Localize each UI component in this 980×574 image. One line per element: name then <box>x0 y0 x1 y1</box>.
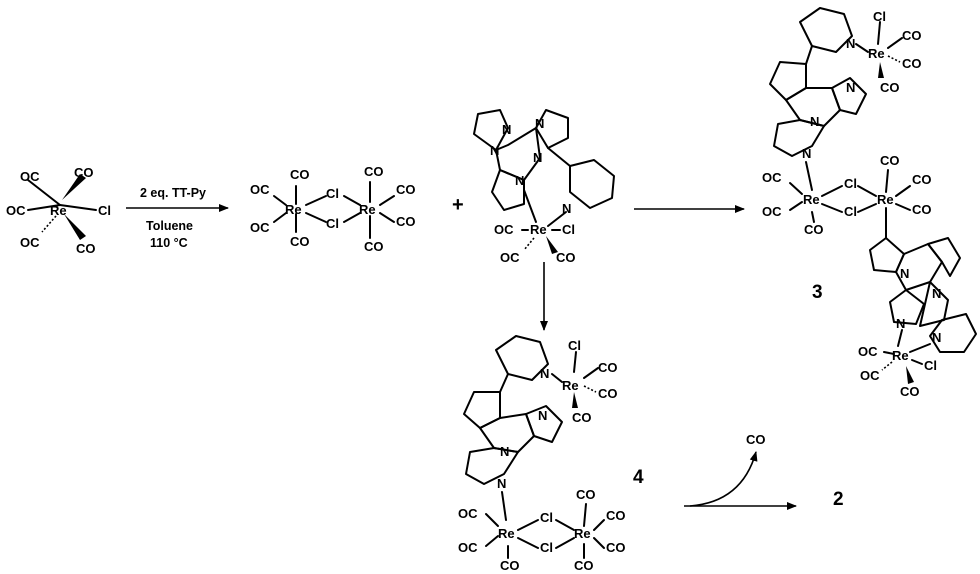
co-label: CO <box>574 558 594 573</box>
cl-label: Cl <box>540 540 553 555</box>
n-atom: N <box>535 116 544 131</box>
cl-label: Cl <box>873 9 886 24</box>
cl-label: Cl <box>844 204 857 219</box>
oc-label: OC <box>762 170 782 185</box>
re-atom: Re <box>530 222 547 237</box>
temperature-text: 110 °C <box>150 236 188 250</box>
co-label: CO <box>290 234 310 249</box>
co-label: CO <box>572 410 592 425</box>
cl-label: Cl <box>540 510 553 525</box>
compound-3: N N N N Cl Re CO CO CO OC OC Re Cl Cl Re… <box>762 7 977 399</box>
co-label: CO <box>880 153 900 168</box>
co-label: CO <box>396 214 416 229</box>
co-label: CO <box>912 202 932 217</box>
co-label: CO <box>804 222 824 237</box>
re-atom: Re <box>868 46 885 61</box>
co-label: CO <box>500 558 520 573</box>
n-atom: N <box>932 286 941 301</box>
re-atom: Re <box>892 348 909 363</box>
co-label: CO <box>598 360 618 375</box>
n-atom: N <box>538 408 547 423</box>
n-atom: N <box>502 122 511 137</box>
cl-label: Cl <box>924 358 937 373</box>
n-atom: N <box>896 316 905 331</box>
co-label: CO <box>290 167 310 182</box>
oc-label: OC <box>458 506 478 521</box>
n-atom: N <box>500 444 509 459</box>
co-label: CO <box>606 508 626 523</box>
oc-label: OC <box>6 203 26 218</box>
oc-label: OC <box>860 368 880 383</box>
cl-label: Cl <box>326 186 339 201</box>
co-label: CO <box>606 540 626 555</box>
solvent-text: Toluene <box>146 219 193 233</box>
cl-label: Cl <box>568 338 581 353</box>
n-atom: N <box>932 330 941 345</box>
product-2-label: 2 <box>833 489 844 510</box>
co-released-label: CO <box>746 432 766 447</box>
co-label: CO <box>912 172 932 187</box>
n-atom: N <box>540 366 549 381</box>
re-atom: Re <box>285 202 302 217</box>
re-atom: Re <box>359 202 376 217</box>
co-label: CO <box>364 164 384 179</box>
re-atom: Re <box>803 192 820 207</box>
n-atom: N <box>515 173 524 188</box>
co-label: CO <box>576 487 596 502</box>
n-atom: N <box>497 476 506 491</box>
plus-sign: + <box>452 194 464 216</box>
oc-label: OC <box>20 169 40 184</box>
n-atom: N <box>490 143 499 158</box>
re-atom: Re <box>574 526 591 541</box>
cl-label: Cl <box>562 222 575 237</box>
n-atom: N <box>802 146 811 161</box>
n-atom: N <box>562 201 571 216</box>
cl-label: Cl <box>326 216 339 231</box>
co-label: CO <box>598 386 618 401</box>
reagent-text: 2 eq. TT-Py <box>140 186 206 200</box>
co-label: CO <box>556 250 576 265</box>
cl-label: Cl <box>98 203 111 218</box>
oc-label: OC <box>250 220 270 235</box>
compound-3-label: 3 <box>812 282 823 303</box>
n-atom: N <box>900 266 909 281</box>
reaction-arrow-1: 2 eq. TT-Py Toluene 110 °C <box>126 186 229 250</box>
oc-label: OC <box>20 235 40 250</box>
co-label: CO <box>902 28 922 43</box>
oc-label: OC <box>250 182 270 197</box>
re-atom: Re <box>562 378 579 393</box>
co-label: CO <box>396 182 416 197</box>
n-atom: N <box>533 150 542 165</box>
cl-label: Cl <box>844 176 857 191</box>
oc-label: OC <box>458 540 478 555</box>
n-atom: N <box>846 80 855 95</box>
oc-label: OC <box>762 204 782 219</box>
co-label: CO <box>900 384 920 399</box>
co-label: CO <box>364 239 384 254</box>
co-label: CO <box>880 80 900 95</box>
re-atom: Re <box>498 526 515 541</box>
tt-py-re-complex: N N N N N N OC Re Cl OC CO <box>473 109 615 265</box>
n-atom: N <box>810 114 819 129</box>
re-co5cl-molecule: OC CO OC Re Cl OC CO <box>6 165 111 256</box>
re-atom: Re <box>877 192 894 207</box>
oc-label: OC <box>858 344 878 359</box>
oc-label: OC <box>500 250 520 265</box>
reaction-arrow-4: CO 2 <box>684 432 844 510</box>
compound-4: N N N N Cl Re CO CO CO OC OC Re Cl Cl Re… <box>458 335 644 573</box>
co-label: CO <box>76 241 96 256</box>
re2-co8-cl2-dimer: CO OC OC Re Cl Cl Re CO CO CO CO CO <box>250 164 416 254</box>
co-label: CO <box>902 56 922 71</box>
co-label: CO <box>74 165 94 180</box>
oc-label: OC <box>494 222 514 237</box>
compound-4-label: 4 <box>633 467 644 488</box>
re-atom: Re <box>50 203 67 218</box>
n-atom: N <box>846 36 855 51</box>
